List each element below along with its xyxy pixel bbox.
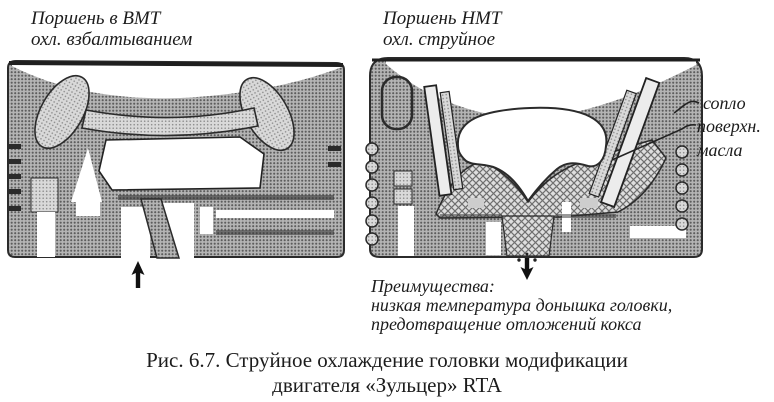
right-gap [216,210,334,218]
nozzle-left [423,84,464,197]
nozzle-right [588,76,661,209]
leg-slot-2 [486,222,501,255]
crown-dish-gap [386,61,696,119]
band-under-cavity [118,195,334,200]
shelf-light-1 [468,198,484,208]
pin-block-2 [393,188,413,205]
callout-oil-surface-line2: масла [697,140,743,160]
advantages-note: Преимущества: низкая температура донышка… [371,277,672,334]
shelf-light-2 [580,198,598,208]
leader-line-nozzle [673,100,700,114]
left-panel-title: Поршень в ВМТ охл. взбалтыванием [31,8,192,50]
callout-oil-surface-line1: поверхн. [697,116,761,136]
left-panel-title-line1: Поршень в ВМТ [31,8,161,29]
diagonal-leg [140,198,181,259]
right-piston-diagram [365,57,703,280]
rib-slot [76,200,100,216]
advantages-title: Преимущества: [371,276,495,296]
figure-caption: Рис. 6.7. Струйное охлаждение головки мо… [0,348,774,398]
ring-grooves-right [328,146,341,167]
piston-cooling-diagrams [7,57,703,288]
bore-loop [380,75,414,131]
advantages-line2: предотвращение отложений кокса [371,314,642,334]
down-arrow-icon [520,258,534,280]
skirt-block-light [30,177,59,213]
oil-jet-funnel [501,215,555,257]
left-piston-diagram [7,59,345,288]
pin-block-1 [393,170,413,187]
figure-caption-line2: двигателя «Зульцер» RTA [272,373,502,397]
ring-grooves-left [8,144,21,211]
cylinder-head-line [8,61,344,67]
skirt-slot-left [37,212,55,257]
cooling-cavity [98,136,265,191]
crown-underside-band [81,107,259,137]
up-arrow-icon [131,261,145,288]
leader-line-oil-surface [611,124,697,161]
skirt-slot-left [398,206,414,256]
ring-grooves-right [675,145,689,231]
crown-dish-gap [12,63,342,99]
shelf-line-2 [556,214,616,218]
support-rib [71,148,102,202]
cooling-cavity-oil-surface [456,106,608,203]
right-dark-line [216,230,334,235]
callout-nozzle: сопло [703,93,746,113]
right-panel-title-line1: Поршень НМТ [383,8,502,29]
right-panel-title-line2: охл. струйное [383,29,496,50]
advantages-line1: низкая температура донышка головки, [371,295,673,315]
shelf-line-1 [440,214,502,218]
bottom-notch [200,207,213,234]
callout-oil-surface: поверхн. масла [697,114,761,162]
figure-caption-line1: Рис. 6.7. Струйное охлаждение головки мо… [146,348,628,372]
right-notch [630,226,686,238]
right-panel-title: Поршень НМТ охл. струйное [383,8,501,50]
oil-gallery-left [34,75,90,149]
ring-grooves-left [365,142,379,246]
left-panel-title-line2: охл. взбалтыванием [31,29,193,50]
